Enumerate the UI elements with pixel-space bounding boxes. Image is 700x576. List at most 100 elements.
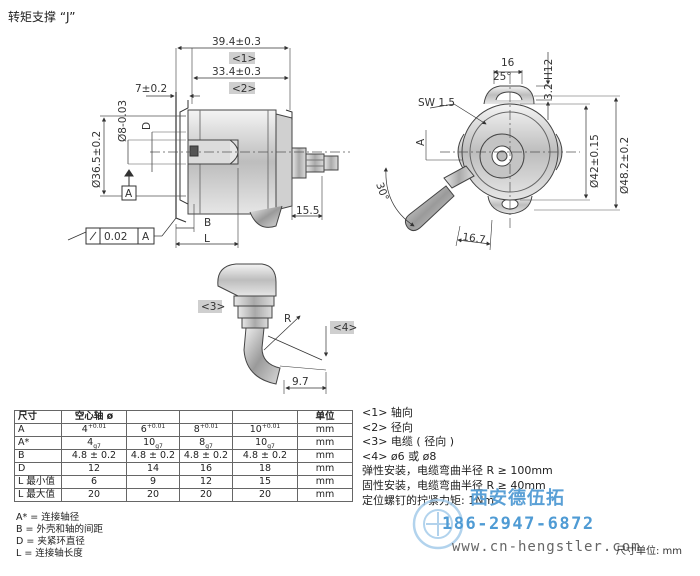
unit-cell: mm xyxy=(297,449,353,463)
legend-item: 定位螺钉的拧紧力矩: 1Nm xyxy=(362,493,495,507)
datum-a: A xyxy=(125,188,133,200)
table-cell: 4.8 ± 0.2 xyxy=(126,449,180,463)
tolerance-ref: A xyxy=(142,231,150,243)
technical-drawing: 39.4±0.3 <1> 33.4±0.3 <2> 7±0.2 Ø8-0.03 … xyxy=(67,36,631,394)
dim-B: B xyxy=(204,217,211,229)
dim-phi36-5: Ø36.5±0.2 xyxy=(91,131,103,188)
tag-4: <4> xyxy=(333,322,357,334)
table-cell: 12 xyxy=(179,475,233,489)
table-cell: 12 xyxy=(61,462,127,476)
dim-39-4: 39.4±0.3 xyxy=(212,36,261,48)
dim-phi42: Ø42±0.15 xyxy=(589,134,601,188)
legend-item: <2> 径向 xyxy=(362,420,413,434)
drawing-title: 转矩支撑 “J” xyxy=(8,10,76,24)
side-view-labels: 39.4±0.3 <1> 33.4±0.3 <2> 7±0.2 Ø8-0.03 … xyxy=(91,36,319,245)
watermark-url: www.cn-hengstler.com xyxy=(452,539,641,555)
table-cell: 20 xyxy=(126,488,180,502)
dim-15-5: 15.5 xyxy=(296,205,319,217)
table-cell: 4g7 xyxy=(61,436,127,450)
table-cell: 9 xyxy=(126,475,180,489)
table-header: 空心轴 ø xyxy=(61,410,127,424)
unit-cell: mm xyxy=(297,436,353,450)
unit-cell: mm xyxy=(297,475,353,489)
table-cell: 15 xyxy=(232,475,298,489)
dim-16-7: 16.7 xyxy=(462,231,487,246)
table-header xyxy=(179,410,233,424)
watermark-phone: 186-2947-6872 xyxy=(442,514,595,534)
side-view xyxy=(67,45,350,248)
dim-30-deg: 30° xyxy=(373,181,391,203)
dim-33-4: 33.4±0.3 xyxy=(212,66,261,78)
table-cell: 10g7 xyxy=(232,436,298,450)
row-label: L 最小值 xyxy=(14,475,62,489)
table-header xyxy=(232,410,298,424)
dim-9-7: 9.7 xyxy=(292,376,309,388)
dim-R: R xyxy=(284,313,291,325)
legend-item: <3> 电缆 ( 径向 ) xyxy=(362,435,455,449)
row-label: A xyxy=(14,423,62,437)
footnotes: A* = 连接轴径 B = 外壳和轴的间距 D = 夹紧环直径 L = 连接轴长… xyxy=(16,512,103,560)
table-header: 单位 xyxy=(297,410,353,424)
table-cell: 4+0.01 xyxy=(61,423,127,437)
legend: <1> 轴向 <2> 径向 <3> 电缆 ( 径向 ) <4> ø6 或 ø8 … xyxy=(362,406,553,508)
footnote: D = 夹紧环直径 xyxy=(16,536,85,547)
row-label: D xyxy=(14,462,62,476)
table-cell: 14 xyxy=(126,462,180,476)
row-label: A* xyxy=(14,436,62,450)
row-label: B xyxy=(14,449,62,463)
unit-cell: mm xyxy=(297,462,353,476)
legend-item: 固性安装，电缆弯曲半径 R ≥ 40mm xyxy=(362,478,546,492)
footnote: B = 外壳和轴的间距 xyxy=(16,524,104,535)
cable-detail-labels: <3> <4> R 9.7 xyxy=(198,300,357,388)
table-cell: 10g7 xyxy=(126,436,180,450)
dim-25-deg: 25° xyxy=(493,71,512,83)
datum-a-front: A xyxy=(415,138,427,146)
table-header-row: 尺寸 空心轴 ø 单位 xyxy=(14,410,353,424)
legend-item: 弹性安装，电缆弯曲半径 R ≥ 100mm xyxy=(362,464,553,478)
legend-item: <1> 轴向 xyxy=(362,406,413,419)
table-cell: 18 xyxy=(232,462,298,476)
tag-1-side: <1> xyxy=(232,53,256,65)
table-header xyxy=(126,410,180,424)
cable-detail-view xyxy=(217,263,329,394)
row-label: L 最大值 xyxy=(14,488,62,502)
dim-L: L xyxy=(204,233,210,245)
dim-7: 7±0.2 xyxy=(135,83,167,95)
table-cell: 4.8 ± 0.2 xyxy=(61,449,127,463)
dim-3-2-h12: 3.2 H12 xyxy=(543,59,555,100)
tolerance-value: 0.02 xyxy=(104,231,127,243)
watermark-name: 西安德伍拓 xyxy=(470,488,565,509)
table-cell: 20 xyxy=(232,488,298,502)
dim-16: 16 xyxy=(501,57,515,69)
dim-phi48-2: Ø48.2±0.2 xyxy=(619,137,631,194)
table-cell: 8+0.01 xyxy=(179,423,233,437)
dim-phi8: Ø8-0.03 xyxy=(117,100,129,142)
table-cell: 4.8 ± 0.2 xyxy=(179,449,233,463)
footnote: L = 连接轴长度 xyxy=(16,548,83,559)
footnote: A* = 连接轴径 xyxy=(16,512,80,523)
tag-2-side: <2> xyxy=(232,83,256,95)
dim-sw1-5: SW 1.5 xyxy=(418,97,455,109)
unit-note: 尺寸单位: mm xyxy=(616,546,683,557)
tag-3: <3> xyxy=(201,301,225,313)
table-cell: 10+0.01 xyxy=(232,423,298,437)
watermark-logo xyxy=(412,498,464,550)
table-cell: 6 xyxy=(61,475,127,489)
table-cell: 20 xyxy=(61,488,127,502)
table-cell: 8g7 xyxy=(179,436,233,450)
front-view xyxy=(383,52,620,251)
table-header: 尺寸 xyxy=(14,410,62,424)
legend-item: <4> ø6 或 ø8 xyxy=(362,449,437,463)
unit-cell: mm xyxy=(297,488,353,502)
dim-D: D xyxy=(141,122,153,130)
table-cell: 20 xyxy=(179,488,233,502)
table-cell: 4.8 ± 0.2 xyxy=(232,449,298,463)
table-cell: 6+0.01 xyxy=(126,423,180,437)
